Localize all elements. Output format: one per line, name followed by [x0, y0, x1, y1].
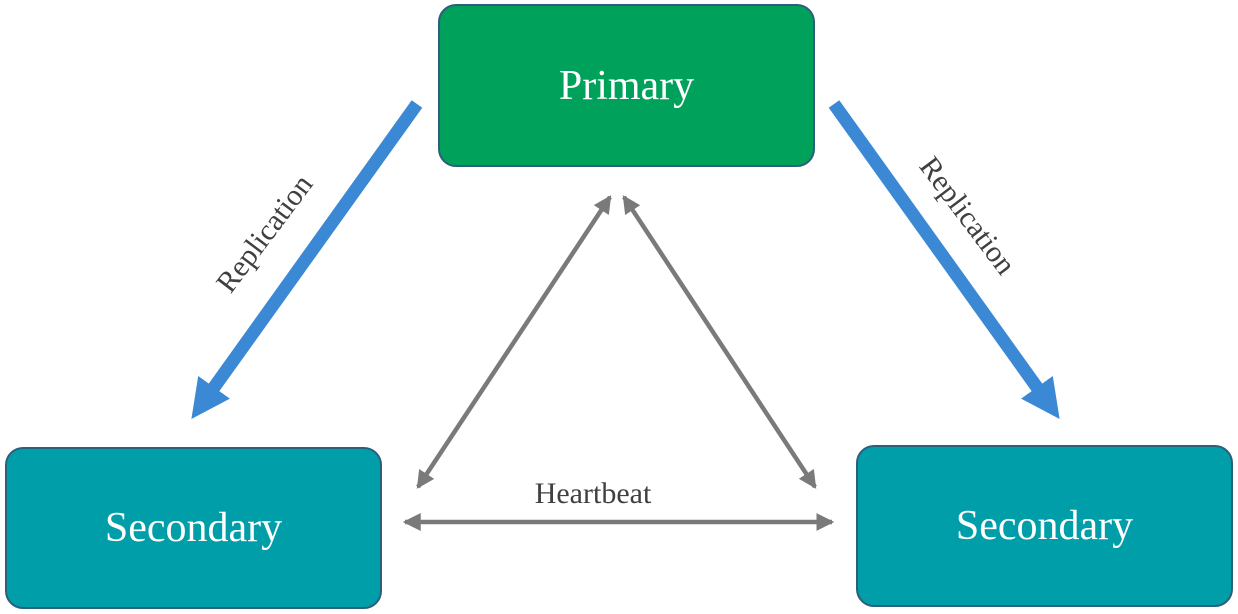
secondary-node-left: Secondary [5, 447, 382, 609]
heartbeat-arrow-primary-right [622, 195, 817, 489]
heartbeat-label: Heartbeat [534, 477, 652, 510]
secondary-node-right-label: Secondary [955, 503, 1134, 549]
replication-arrow-right [828, 100, 1060, 420]
heartbeat-arrow-primary-left [416, 195, 612, 489]
secondary-node-right: Secondary [856, 445, 1233, 607]
primary-node-label: Primary [558, 62, 695, 109]
primary-node: Primary [438, 4, 815, 167]
replication-arrow-left [191, 100, 423, 420]
secondary-node-left-label: Secondary [104, 505, 283, 551]
